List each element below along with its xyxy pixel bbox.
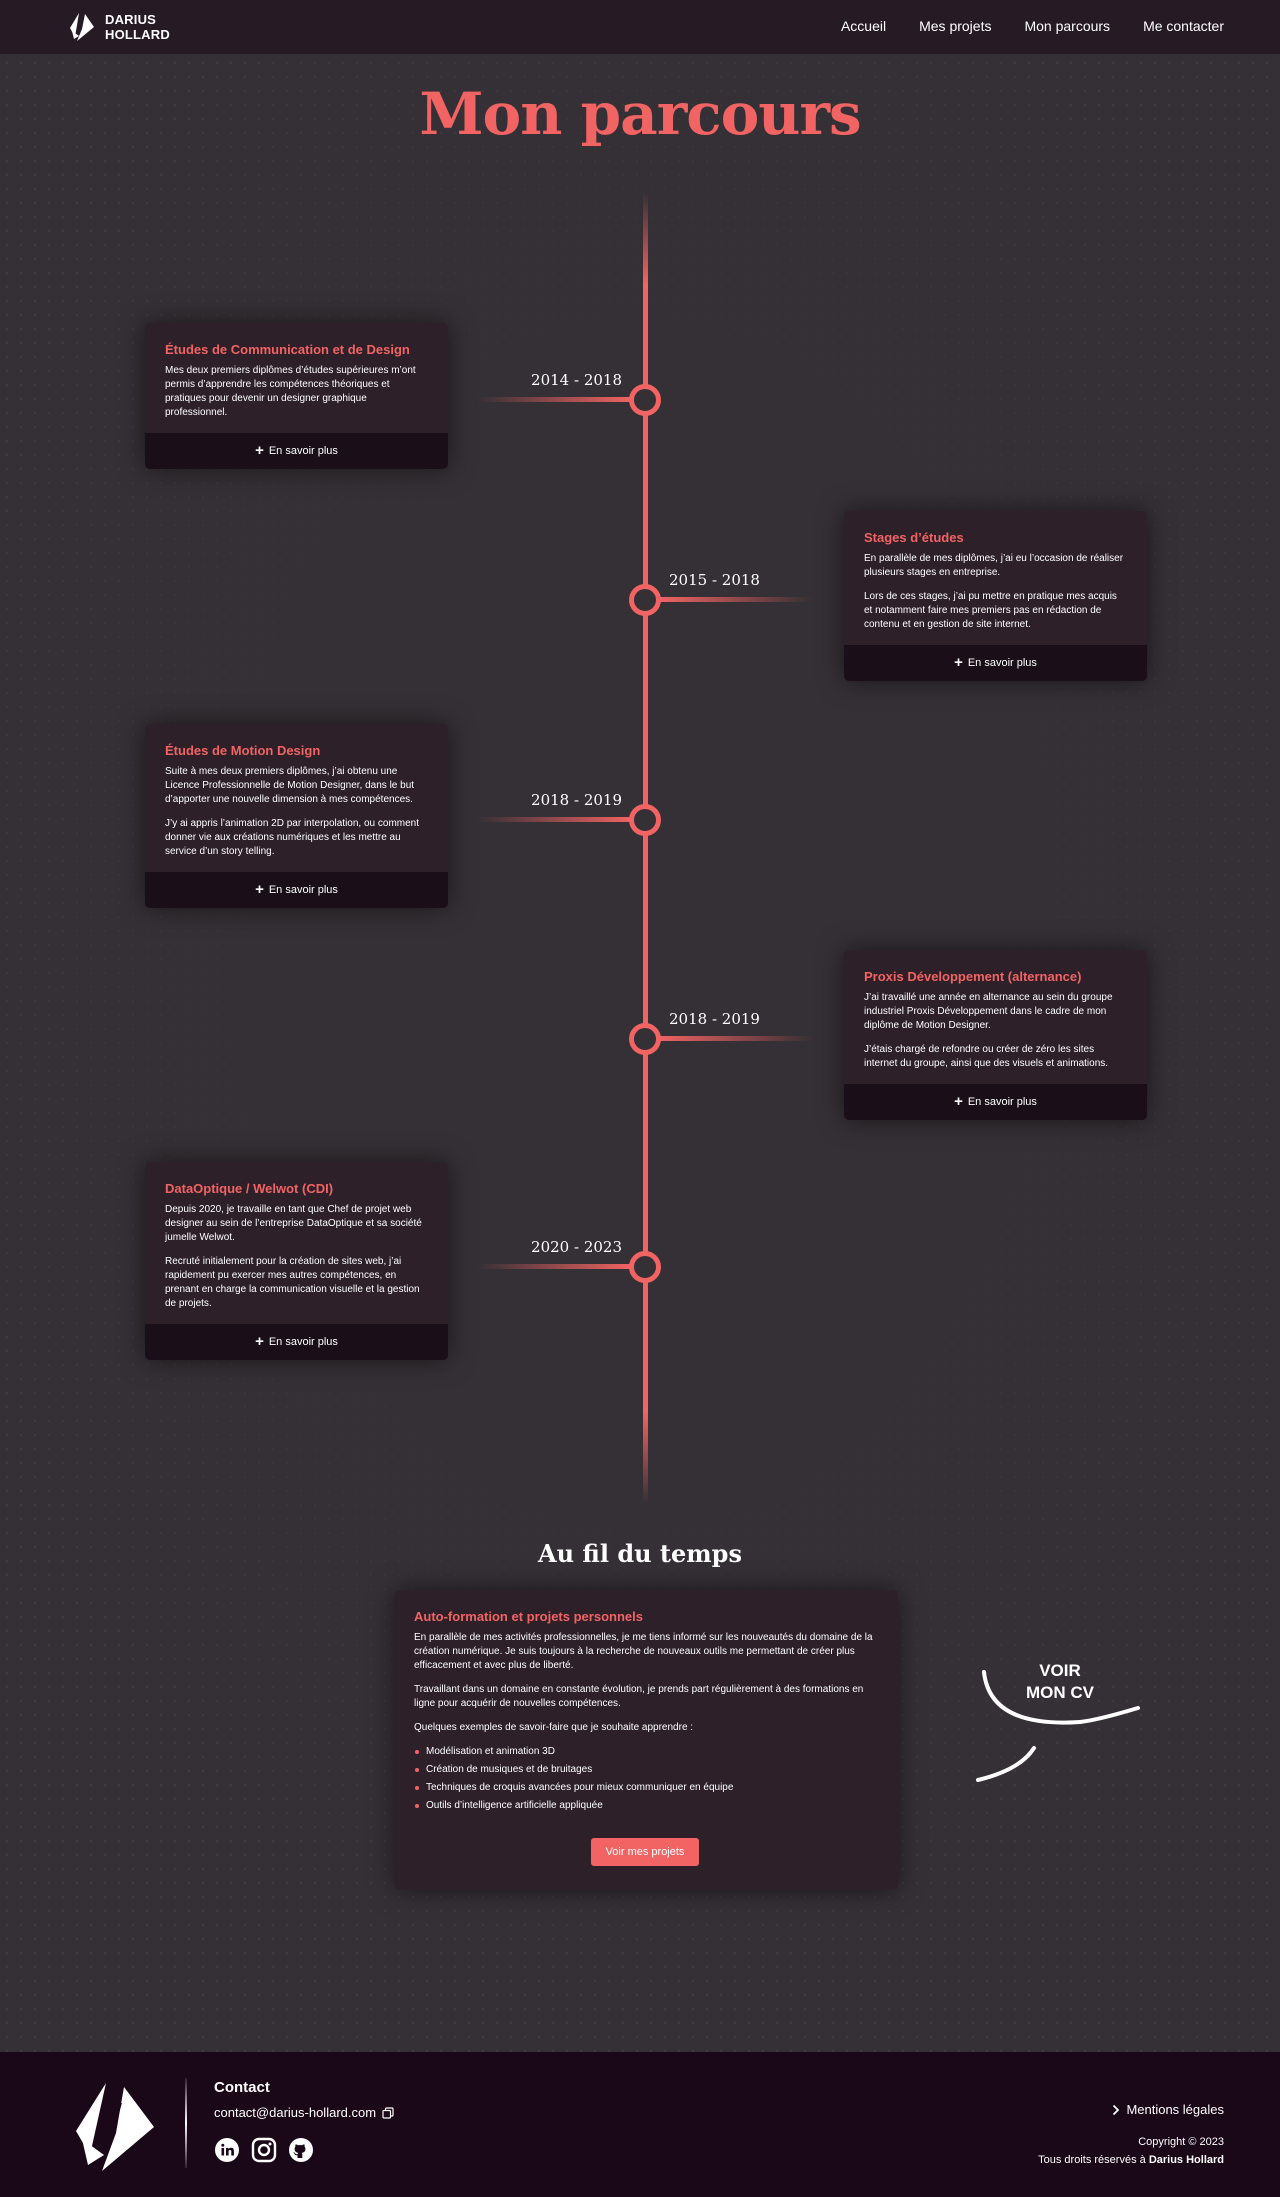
timeline-connector	[658, 1036, 812, 1041]
card-title: Proxis Développement (alternance)	[864, 969, 1082, 984]
learn-more-label: En savoir plus	[268, 445, 338, 457]
list-item: Outils d’intelligence artificielle appli…	[414, 1797, 878, 1815]
timeline-connector	[478, 1264, 632, 1269]
legal-label: Mentions légales	[1126, 2102, 1224, 2117]
card-text: Quelques exemples de savoir-faire que je…	[414, 1722, 694, 1733]
plus-icon: +	[954, 1093, 963, 1110]
github-icon[interactable]	[288, 2137, 314, 2163]
card-title: Études de Communication et de Design	[165, 342, 410, 357]
copyright-year: Copyright © 2023	[1138, 2136, 1224, 2148]
card-title: DataOptique / Welwot (CDI)	[165, 1181, 334, 1196]
learn-more-button[interactable]: + En savoir plus	[145, 433, 448, 469]
learn-more-label: En savoir plus	[268, 884, 338, 896]
email-text: contact@darius-hollard.com	[214, 2105, 377, 2120]
timeline-date: 2018 - 2019	[669, 1010, 760, 1028]
rights-line: Tous droits réservés à Darius Hollard	[1038, 2151, 1224, 2169]
timeline-date: 2014 - 2018	[531, 371, 622, 389]
timeline-node	[629, 1251, 661, 1283]
copyright: Copyright © 2023 Tous droits réservés à …	[1038, 2133, 1224, 2169]
timeline-node	[629, 384, 661, 416]
card-text: En parallèle de mes activités profession…	[414, 1632, 873, 1671]
site-footer: Contact contact@darius-hollard.com Menti…	[0, 2052, 1280, 2197]
section-title: Au fil du temps	[538, 1539, 742, 1568]
learn-more-button[interactable]: + En savoir plus	[844, 645, 1147, 681]
timeline-date: 2020 - 2023	[531, 1238, 622, 1256]
card-text: Lors de ces stages, j’ai pu mettre en pr…	[864, 591, 1117, 630]
view-cv-link[interactable]: VOIR MON CV	[968, 1650, 1153, 1790]
card-text: Suite à mes deux premiers diplômes, j’ai…	[165, 766, 415, 805]
timeline-date: 2015 - 2018	[669, 571, 760, 589]
card-title: Stages d’études	[864, 530, 964, 545]
page-title: Mon parcours	[419, 80, 861, 148]
site-logo[interactable]: DARIUS HOLLARD	[68, 11, 170, 43]
card-text: Mes deux premiers diplômes d’études supé…	[165, 365, 416, 418]
card-text: Depuis 2020, je travaille en tant que Ch…	[165, 1204, 422, 1243]
list-item: Techniques de croquis avancées pour mieu…	[414, 1779, 878, 1797]
social-links	[214, 2137, 314, 2163]
timeline-connector	[478, 397, 632, 402]
timeline-node	[629, 584, 661, 616]
plus-icon: +	[255, 881, 264, 898]
learn-more-label: En savoir plus	[268, 1336, 338, 1348]
timeline-card: Études de Communication et de Design Mes…	[145, 323, 448, 469]
learn-more-label: En savoir plus	[967, 1096, 1037, 1108]
card-text: En parallèle de mes diplômes, j’ai eu l’…	[864, 553, 1124, 578]
instagram-icon[interactable]	[251, 2137, 277, 2163]
cv-arc-icon	[976, 1670, 1140, 1782]
timeline-card: Stages d’études En parallèle de mes dipl…	[844, 511, 1147, 681]
site-header: DARIUS HOLLARD Accueil Mes projets Mon p…	[0, 0, 1280, 54]
card-text: J’ai travaillé une année en alternance a…	[864, 992, 1113, 1031]
nav-link-accueil[interactable]: Accueil	[840, 18, 887, 34]
self-training-card: Auto-formation et projets personnels En …	[395, 1590, 898, 1890]
card-title: Études de Motion Design	[165, 743, 321, 758]
card-title: Auto-formation et projets personnels	[414, 1609, 643, 1624]
timeline-card: DataOptique / Welwot (CDI) Depuis 2020, …	[145, 1162, 448, 1360]
linkedin-icon[interactable]	[214, 2137, 240, 2163]
cv-label-line-1: VOIR	[1039, 1661, 1081, 1680]
card-text: J’étais chargé de refondre ou créer de z…	[864, 1044, 1109, 1069]
timeline-node	[629, 1023, 661, 1055]
timeline-date: 2018 - 2019	[531, 791, 622, 809]
card-text: Recruté initialement pour la création de…	[165, 1256, 420, 1309]
timeline-node	[629, 804, 661, 836]
view-projects-button[interactable]: Voir mes projets	[591, 1838, 699, 1866]
timeline-connector	[478, 817, 632, 822]
card-text: J’y ai appris l’animation 2D par interpo…	[165, 818, 420, 857]
plus-icon: +	[255, 442, 264, 459]
nav-link-projets[interactable]: Mes projets	[919, 18, 992, 34]
skills-list: Modélisation et animation 3D Création de…	[414, 1743, 878, 1815]
list-item: Modélisation et animation 3D	[414, 1743, 878, 1761]
nav-link-parcours[interactable]: Mon parcours	[1024, 18, 1111, 34]
cv-label: VOIR MON CV	[1010, 1660, 1110, 1704]
owner-name: Darius Hollard	[1148, 2154, 1224, 2166]
logo-icon	[70, 13, 94, 41]
contact-email[interactable]: contact@darius-hollard.com	[214, 2105, 394, 2120]
timeline-card: Études de Motion Design Suite à mes deux…	[145, 724, 448, 908]
main-nav: Accueil Mes projets Mon parcours Me cont…	[841, 18, 1224, 34]
learn-more-button[interactable]: + En savoir plus	[844, 1084, 1147, 1120]
timeline-card: Proxis Développement (alternance) J’ai t…	[844, 950, 1147, 1120]
rights-text: Tous droits réservés à	[1038, 2154, 1146, 2166]
legal-link[interactable]: Mentions légales	[1112, 2102, 1224, 2117]
logo-line-2: HOLLARD	[105, 27, 170, 42]
timeline-line	[643, 192, 648, 1504]
logo-name: DARIUS HOLLARD	[105, 12, 170, 42]
contact-title: Contact	[214, 2079, 270, 2096]
plus-icon: +	[255, 1333, 264, 1350]
learn-more-button[interactable]: + En savoir plus	[145, 1324, 448, 1360]
footer-logo-icon[interactable]	[72, 2079, 156, 2173]
footer-divider	[185, 2078, 187, 2168]
nav-link-contact[interactable]: Me contacter	[1143, 18, 1224, 34]
logo-line-1: DARIUS	[105, 12, 157, 27]
list-item: Création de musiques et de bruitages	[414, 1761, 878, 1779]
learn-more-button[interactable]: + En savoir plus	[145, 872, 448, 908]
plus-icon: +	[954, 654, 963, 671]
cv-label-line-2: MON CV	[1026, 1683, 1094, 1702]
copy-icon[interactable]	[382, 2106, 394, 2119]
learn-more-label: En savoir plus	[967, 657, 1037, 669]
card-text: Travaillant dans un domaine en constante…	[414, 1684, 864, 1709]
timeline-connector	[658, 597, 812, 602]
chevron-right-icon	[1113, 2104, 1120, 2115]
